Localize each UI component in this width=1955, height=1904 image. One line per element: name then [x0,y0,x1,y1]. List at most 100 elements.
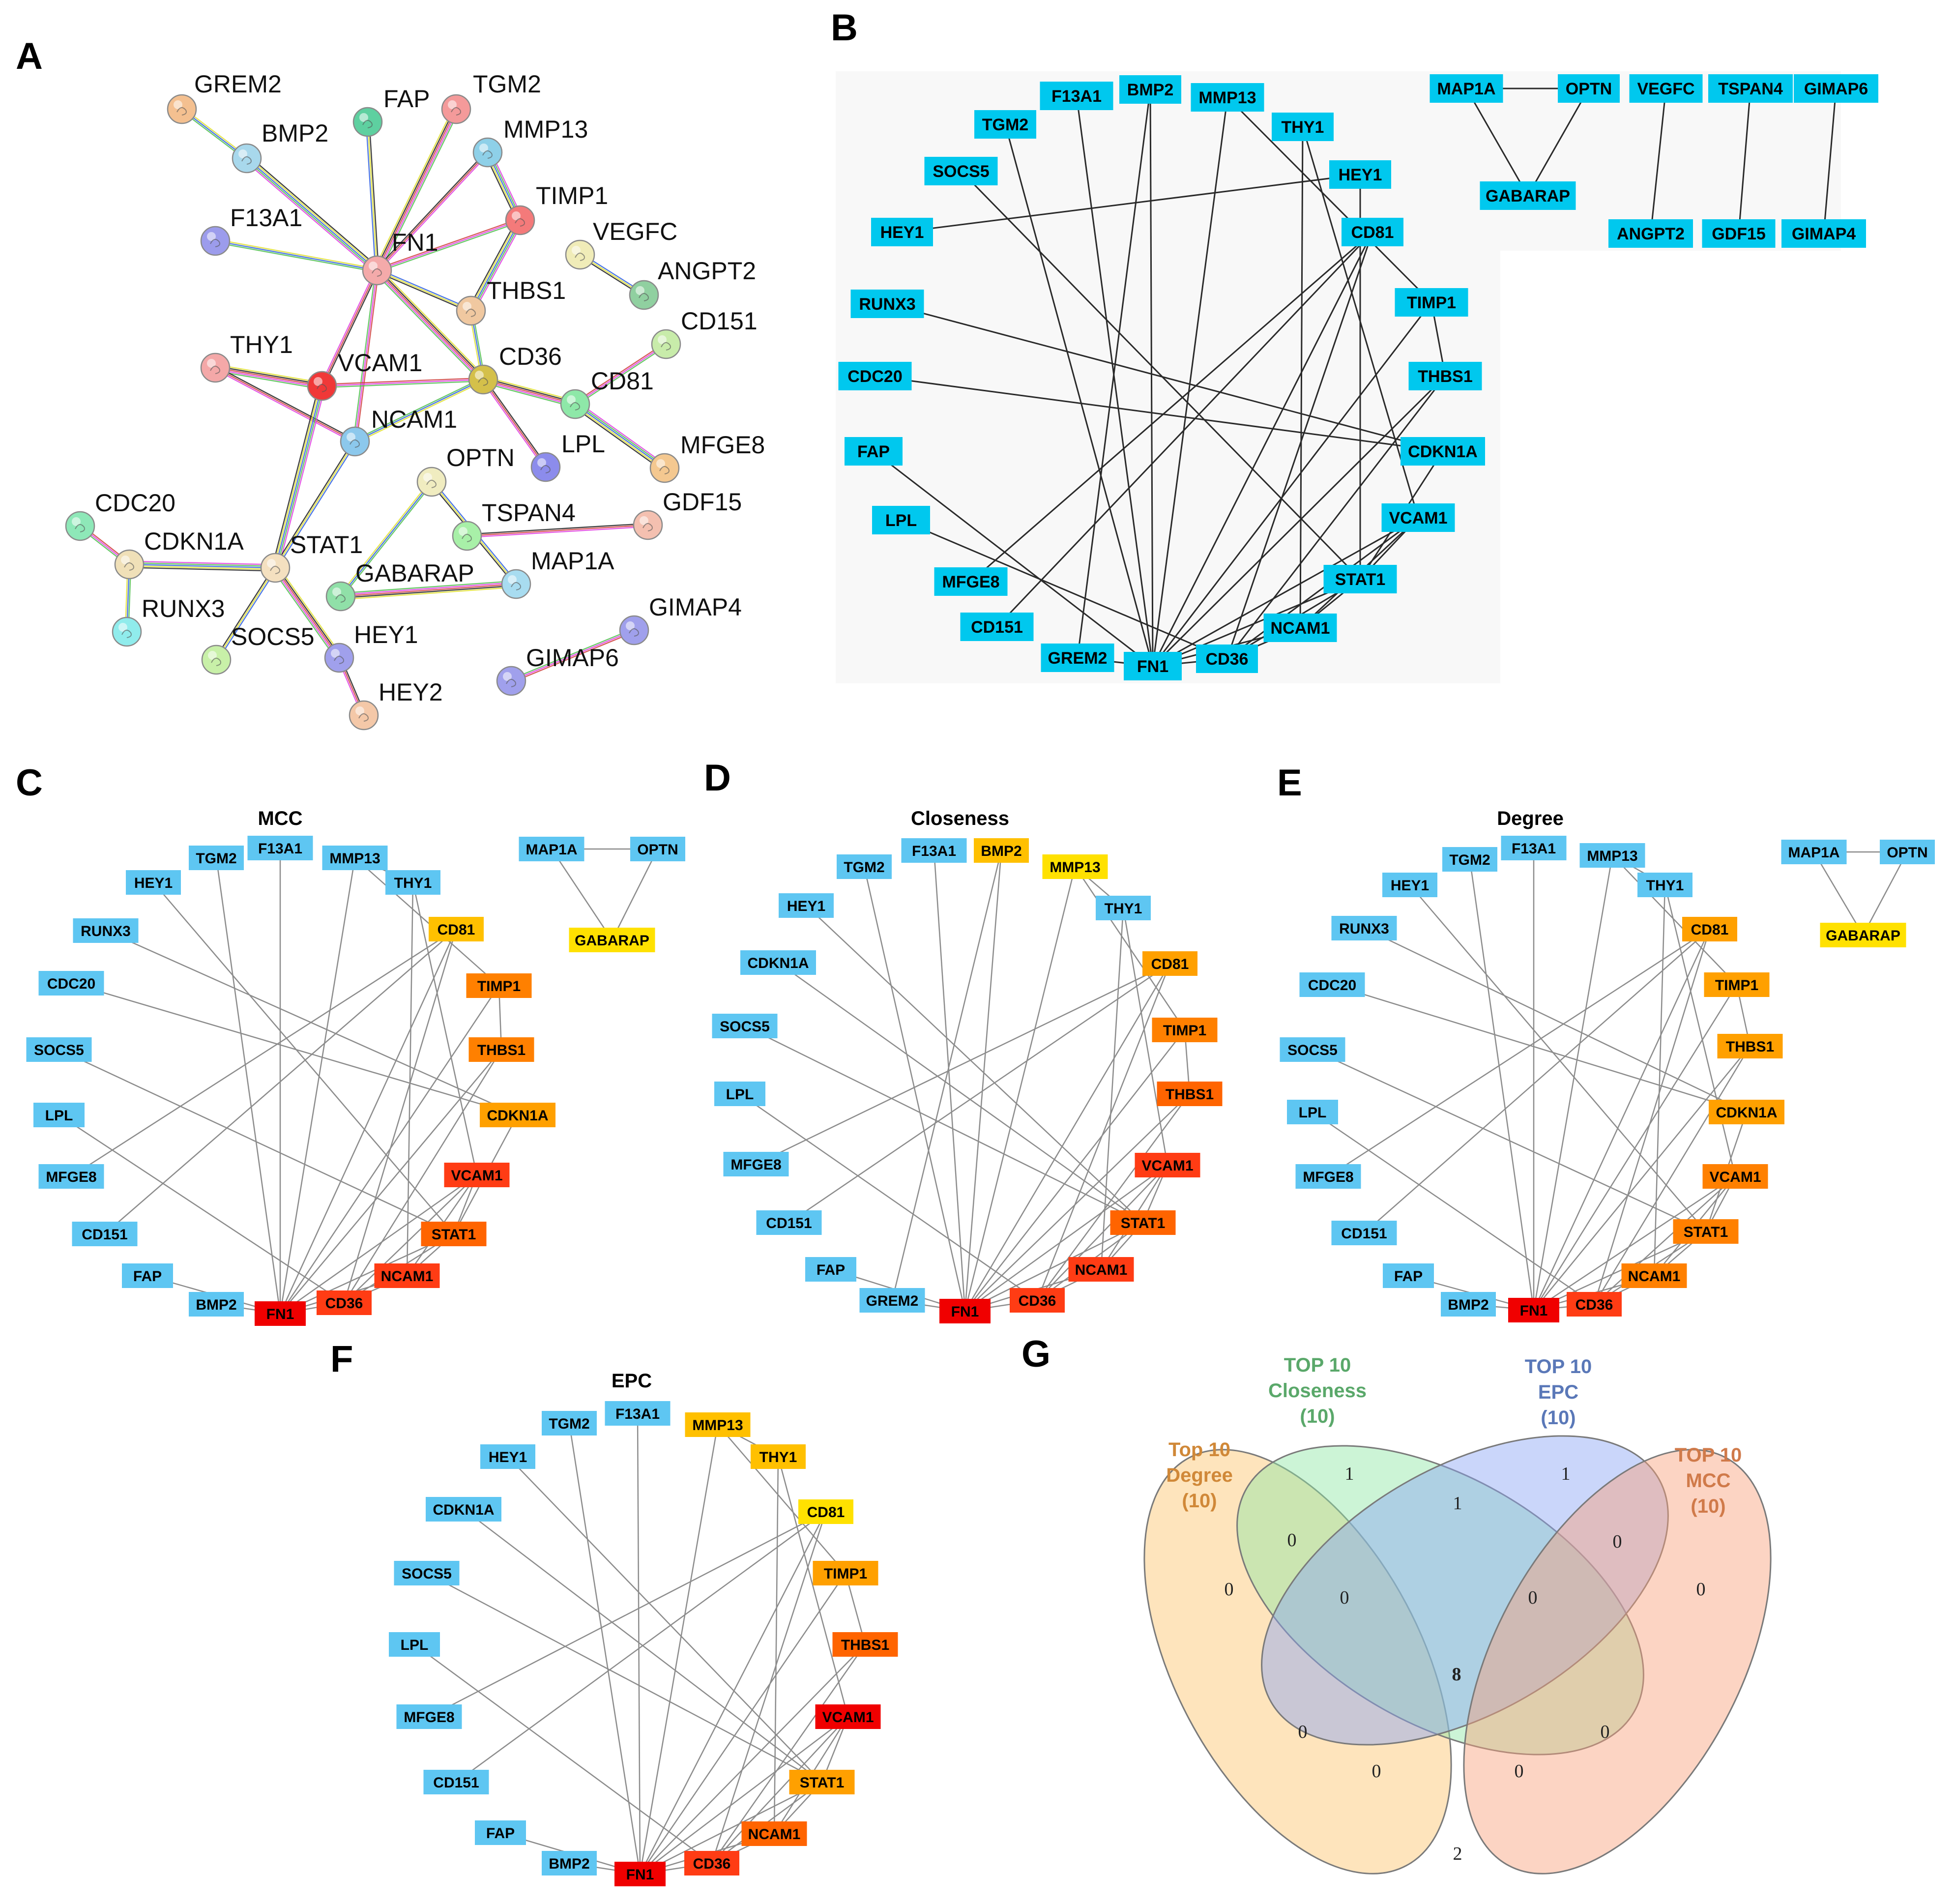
c-node-cd151[interactable]: CD151 [72,1222,138,1246]
string-node-map1a[interactable]: MAP1A [501,547,614,599]
b-node-vegfc[interactable]: VEGFC [1629,74,1703,103]
e-node-runx3[interactable]: RUNX3 [1331,916,1397,940]
d-node-vcam1[interactable]: VCAM1 [1135,1153,1200,1177]
b-node-mfge8[interactable]: MFGE8 [934,567,1008,596]
b-node-stat1[interactable]: STAT1 [1323,565,1397,593]
e-node-ncam1[interactable]: NCAM1 [1621,1263,1687,1288]
f-node-lpl[interactable]: LPL [389,1632,440,1657]
e-node-mmp13[interactable]: MMP13 [1579,843,1645,868]
f-node-thbs1[interactable]: THBS1 [832,1632,898,1657]
string-node-fn1[interactable]: FN1 [362,229,438,286]
f-node-bmp2[interactable]: BMP2 [542,1851,597,1875]
d-node-fap[interactable]: FAP [805,1257,856,1282]
string-node-tgm2[interactable]: TGM2 [441,70,541,124]
b-node-gdf15[interactable]: GDF15 [1702,219,1776,248]
e-node-cdkn1a[interactable]: CDKN1A [1709,1100,1784,1124]
string-node-thbs1[interactable]: THBS1 [456,277,566,326]
b-node-cdc20[interactable]: CDC20 [838,362,912,390]
f-node-fap[interactable]: FAP [475,1820,526,1845]
string-node-stat1[interactable]: STAT1 [260,531,363,583]
b-node-cd36[interactable]: CD36 [1196,644,1258,673]
string-node-thy1[interactable]: THY1 [200,331,293,383]
e-node-mfge8[interactable]: MFGE8 [1295,1164,1361,1189]
d-node-thbs1[interactable]: THBS1 [1157,1082,1223,1106]
b-node-map1a[interactable]: MAP1A [1430,74,1503,103]
string-node-vegfc[interactable]: VEGFC [565,218,677,270]
f-node-fn1[interactable]: FN1 [614,1862,666,1886]
b-node-cd81[interactable]: CD81 [1342,218,1403,246]
c-node-mmp13[interactable]: MMP13 [322,846,388,870]
b-node-cdkn1a[interactable]: CDKN1A [1401,437,1485,466]
d-node-grem2[interactable]: GREM2 [859,1288,925,1313]
b-node-cd151[interactable]: CD151 [960,613,1034,641]
c-node-f13a1[interactable]: F13A1 [247,836,313,860]
d-node-stat1[interactable]: STAT1 [1110,1210,1176,1235]
string-node-f13a1[interactable]: F13A1 [200,204,302,256]
b-node-thy1[interactable]: THY1 [1272,113,1334,141]
e-node-vcam1[interactable]: VCAM1 [1702,1164,1768,1189]
b-node-optn[interactable]: OPTN [1558,74,1620,103]
d-node-cd151[interactable]: CD151 [756,1210,822,1235]
d-node-thy1[interactable]: THY1 [1096,896,1151,920]
c-node-cd36[interactable]: CD36 [317,1290,372,1315]
f-node-ncam1[interactable]: NCAM1 [741,1821,807,1846]
string-node-runx3[interactable]: RUNX3 [112,595,225,647]
b-node-gabarap[interactable]: GABARAP [1480,181,1576,210]
f-node-timp1[interactable]: TIMP1 [813,1561,878,1585]
b-node-hey1[interactable]: HEY1 [871,218,933,246]
d-node-f13a1[interactable]: F13A1 [901,838,967,863]
string-node-mfge8[interactable]: MFGE8 [649,431,765,483]
b-node-angpt2[interactable]: ANGPT2 [1608,219,1693,248]
d-node-cd36[interactable]: CD36 [1010,1288,1065,1313]
string-node-tspan4[interactable]: TSPAN4 [452,499,576,551]
d-node-bmp2[interactable]: BMP2 [974,838,1029,863]
d-node-lpl[interactable]: LPL [714,1082,765,1106]
string-node-angpt2[interactable]: ANGPT2 [629,257,756,310]
b-node-timp1[interactable]: TIMP1 [1395,288,1468,317]
d-node-socs5[interactable]: SOCS5 [712,1014,778,1038]
f-node-vcam1[interactable]: VCAM1 [815,1704,881,1729]
e-node-thy1[interactable]: THY1 [1637,873,1692,897]
f-node-socs5[interactable]: SOCS5 [394,1561,460,1585]
string-node-gimap6[interactable]: GIMAP6 [496,644,619,696]
f-node-stat1[interactable]: STAT1 [789,1770,855,1794]
d-node-cdkn1a[interactable]: CDKN1A [740,950,816,975]
e-node-tgm2[interactable]: TGM2 [1442,847,1497,872]
b-node-grem2[interactable]: GREM2 [1041,644,1114,672]
f-node-mfge8[interactable]: MFGE8 [396,1704,462,1729]
f-node-cdkn1a[interactable]: CDKN1A [426,1497,501,1522]
f-node-cd81[interactable]: CD81 [798,1499,853,1524]
f-node-thy1[interactable]: THY1 [751,1444,806,1469]
e-node-map1a[interactable]: MAP1A [1781,840,1847,864]
d-node-timp1[interactable]: TIMP1 [1152,1018,1218,1042]
string-node-cdc20[interactable]: CDC20 [65,489,175,541]
b-node-fn1[interactable]: FN1 [1124,652,1182,680]
f-node-mmp13[interactable]: MMP13 [685,1412,751,1437]
e-node-thbs1[interactable]: THBS1 [1717,1034,1783,1058]
e-node-socs5[interactable]: SOCS5 [1280,1037,1345,1062]
f-node-cd151[interactable]: CD151 [423,1770,489,1794]
c-node-timp1[interactable]: TIMP1 [466,973,532,998]
c-node-optn[interactable]: OPTN [630,837,685,861]
b-node-gimap4[interactable]: GIMAP4 [1781,219,1866,248]
c-node-cdkn1a[interactable]: CDKN1A [480,1103,555,1127]
string-node-cd151[interactable]: CD151 [651,307,758,359]
string-node-lpl[interactable]: LPL [530,430,605,482]
d-node-hey1[interactable]: HEY1 [779,893,834,918]
c-node-fap[interactable]: FAP [122,1263,173,1288]
string-node-grem2[interactable]: GREM2 [167,70,282,124]
c-node-ncam1[interactable]: NCAM1 [374,1263,440,1288]
c-node-thy1[interactable]: THY1 [385,870,440,895]
string-node-bmp2[interactable]: BMP2 [232,119,328,174]
d-node-ncam1[interactable]: NCAM1 [1068,1257,1134,1282]
e-node-bmp2[interactable]: BMP2 [1441,1292,1496,1317]
string-node-hey2[interactable]: HEY2 [349,678,443,731]
string-node-cd81[interactable]: CD81 [560,367,654,419]
c-node-hey1[interactable]: HEY1 [126,870,181,895]
f-node-tgm2[interactable]: TGM2 [542,1411,597,1435]
e-node-cdc20[interactable]: CDC20 [1299,972,1365,997]
d-node-fn1[interactable]: FN1 [939,1299,991,1323]
d-node-tgm2[interactable]: TGM2 [837,854,892,879]
b-node-ncam1[interactable]: NCAM1 [1263,614,1337,642]
e-node-stat1[interactable]: STAT1 [1673,1219,1739,1244]
